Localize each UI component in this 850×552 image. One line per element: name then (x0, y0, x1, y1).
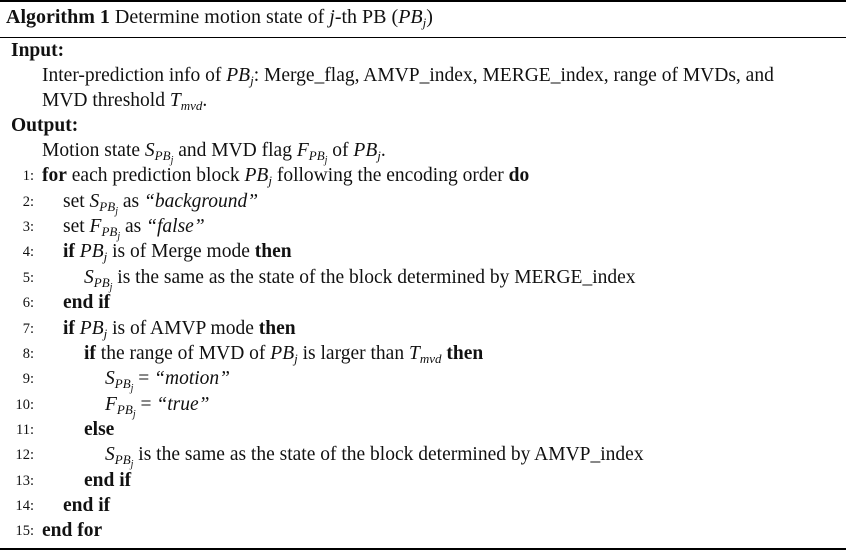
line-number: 2: (22, 194, 34, 210)
input-line-2: MVD threshold Tmvd. (42, 90, 208, 113)
line-number: 8: (22, 346, 34, 362)
line-number: 5: (22, 270, 34, 286)
input-header: Input: (11, 40, 65, 61)
line-number: 4: (22, 244, 34, 260)
title-text-mid: -th PB ( (334, 6, 399, 28)
algorithm-title: Algorithm 1 Determine motion state of j-… (6, 6, 433, 29)
title-j: j (329, 6, 335, 28)
line-number: 14: (15, 498, 34, 514)
top-rule (0, 0, 846, 2)
output-line: Motion state SPBj and MVD flag FPBj of P… (42, 140, 386, 166)
line-number: 15: (15, 523, 34, 539)
algorithm-label: Algorithm 1 (6, 6, 110, 28)
output-header: Output: (11, 115, 79, 136)
bottom-rule (0, 548, 846, 550)
line-number: 13: (15, 473, 34, 489)
title-text: Determine motion state of (114, 6, 330, 28)
line-number: 12: (15, 447, 34, 463)
line-number: 9: (22, 371, 34, 387)
line-number: 11: (16, 422, 34, 438)
line-number: 3: (22, 219, 34, 235)
title-rule (0, 37, 846, 38)
input-line-1: Inter-prediction info of PBj: Merge_flag… (42, 65, 774, 88)
title-pbj: PBj (398, 6, 427, 30)
line-number: 6: (22, 295, 34, 311)
line-number: 10: (15, 397, 34, 413)
title-close: ) (426, 6, 433, 28)
line-number: 7: (22, 321, 34, 337)
line-number: 1: (22, 168, 34, 184)
